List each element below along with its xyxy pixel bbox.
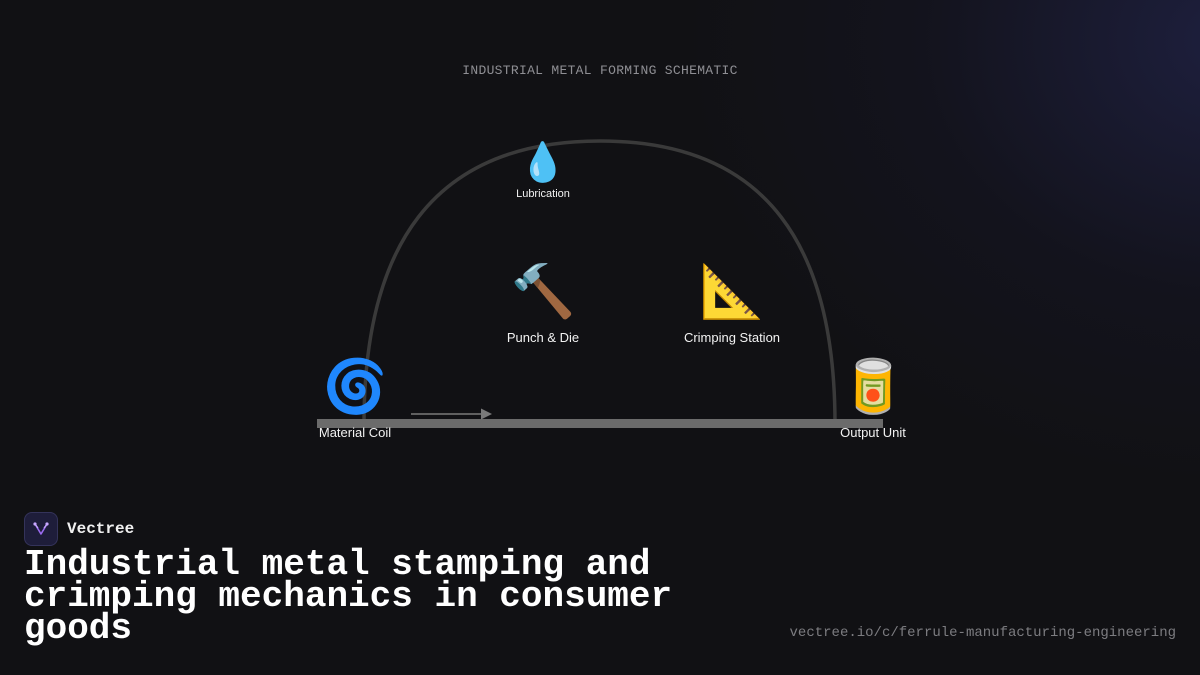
droplet-icon: 💧 [519, 140, 567, 184]
schematic-title: INDUSTRIAL METAL FORMING SCHEMATIC [462, 63, 738, 78]
source-url[interactable]: vectree.io/c/ferrule-manufacturing-engin… [789, 625, 1176, 641]
node-output-unit: 🥫 Output Unit [823, 361, 923, 440]
process-arc [362, 139, 837, 425]
triangular-ruler-icon: 📐 [699, 262, 765, 322]
canned-food-icon: 🥫 [840, 357, 906, 417]
brand: Vectree [24, 512, 134, 546]
output-unit-label: Output Unit [840, 425, 906, 440]
node-crimping-station: 📐 Crimping Station [662, 266, 802, 345]
brand-name: Vectree [67, 520, 135, 538]
material-coil-label: Material Coil [318, 425, 392, 440]
node-punch-die: 🔨 Punch & Die [483, 266, 603, 345]
conveyor-belt [317, 419, 883, 428]
cyclone-icon: 🌀 [322, 357, 388, 417]
headline: Industrial metal stamping and crimping m… [24, 544, 673, 649]
flow-arrow-head [481, 408, 492, 420]
crimping-station-label: Crimping Station [683, 330, 781, 345]
hammer-icon: 🔨 [510, 262, 576, 322]
lubrication-label: Lubrication [516, 188, 570, 200]
punch-die-label: Punch & Die [506, 330, 580, 345]
node-lubrication: 💧 Lubrication [503, 143, 583, 200]
node-material-coil: 🌀 Material Coil [300, 361, 410, 440]
vectree-logo-icon [24, 512, 58, 546]
